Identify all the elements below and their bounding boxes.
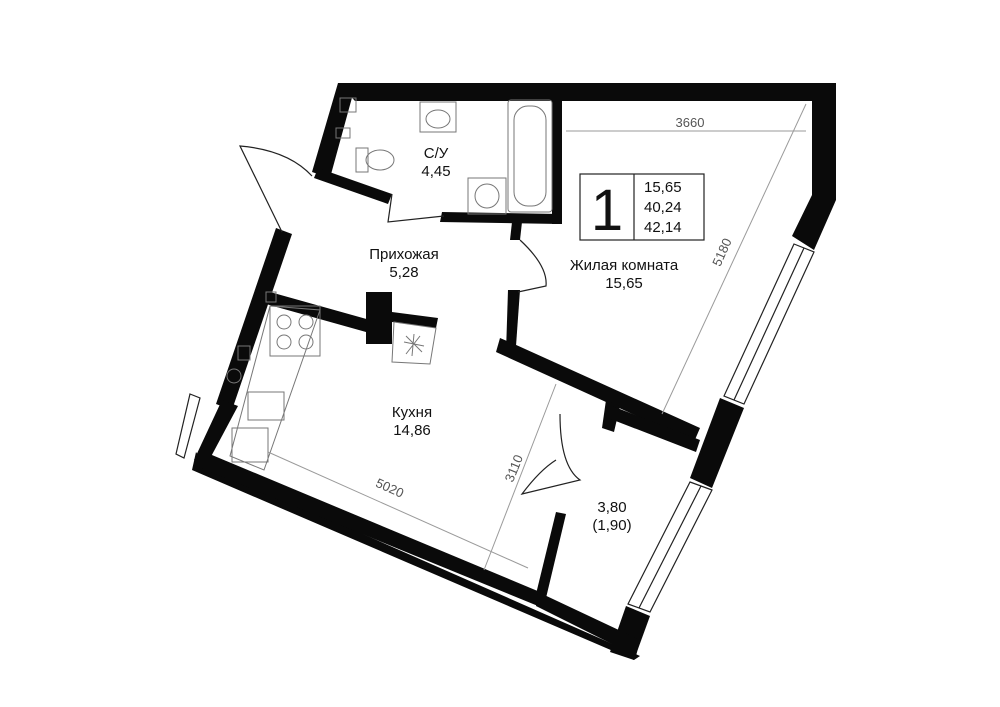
wall-hall-kitchen — [266, 292, 370, 332]
wall-living-kitchen — [496, 338, 700, 442]
wall-bottom — [192, 452, 640, 660]
room-bathroom-name: С/У — [424, 145, 449, 162]
dimension-lines — [267, 103, 807, 571]
wall-balcony-bottom — [536, 592, 640, 656]
wall-right-pier — [690, 398, 744, 488]
room-bathroom-area: 4,45 — [421, 163, 450, 180]
wall-column — [366, 292, 392, 344]
bathtub — [507, 99, 553, 213]
legend-rooms-count: 1 — [591, 178, 623, 243]
bathroom-door — [387, 193, 445, 223]
dim-kitchen-width: 3110 — [502, 453, 526, 485]
wall-left-bath — [312, 83, 356, 178]
fridge — [231, 427, 269, 463]
room-balcony-area-reduced: (1,90) — [592, 517, 631, 534]
kitchen-sink — [247, 391, 285, 421]
wall-bath-living — [552, 98, 562, 224]
legend-box: 1 15,65 40,24 42,14 — [579, 173, 705, 243]
wall-right-upper — [792, 83, 836, 250]
dim-living-width: 3660 — [676, 115, 705, 130]
wall-kitchen-balcony — [536, 512, 566, 598]
living-door — [517, 239, 547, 293]
wall-left-kitchen — [194, 400, 238, 466]
room-living-name: Жилая комната — [570, 257, 679, 274]
kitchen-counter — [229, 305, 321, 471]
fixtures — [226, 97, 553, 471]
washing-machine — [467, 177, 507, 215]
room-living-area: 15,65 — [605, 275, 643, 292]
room-balcony-area: 3,80 — [597, 499, 626, 516]
boiler — [226, 368, 242, 384]
window-kitchen — [175, 393, 201, 459]
wall-balcony-top-2 — [608, 406, 700, 452]
room-hallway-area: 5,28 — [389, 264, 418, 281]
legend-total-area: 40,24 — [644, 199, 682, 216]
dim-kitchen-length: 5020 — [374, 475, 407, 500]
legend-living-area: 15,65 — [644, 179, 682, 196]
entrance-door — [238, 145, 313, 233]
windows — [175, 243, 815, 613]
stove — [269, 305, 321, 357]
wall-hall-living — [506, 290, 520, 352]
wall-bath-bottom — [314, 168, 392, 204]
vent-shaft — [391, 321, 437, 365]
walls — [192, 83, 836, 660]
balcony-door-left — [520, 413, 582, 495]
doors — [238, 145, 582, 495]
room-hallway-name: Прихожая — [369, 246, 439, 263]
bath-sink — [419, 101, 457, 133]
wall-hall-living-top — [510, 222, 522, 240]
legend-total-area-balcony: 42,14 — [644, 219, 682, 236]
wall-left-hall — [216, 228, 292, 410]
toilet — [355, 147, 369, 173]
wall-bottom-thick — [196, 450, 540, 606]
room-kitchen-area: 14,86 — [393, 422, 431, 439]
room-kitchen-name: Кухня — [392, 404, 432, 421]
wall-kitchen-niche — [392, 312, 438, 328]
wall-bath-bottom-right — [440, 212, 560, 224]
wall-top — [338, 83, 836, 101]
dim-living-length: 5180 — [709, 236, 734, 269]
